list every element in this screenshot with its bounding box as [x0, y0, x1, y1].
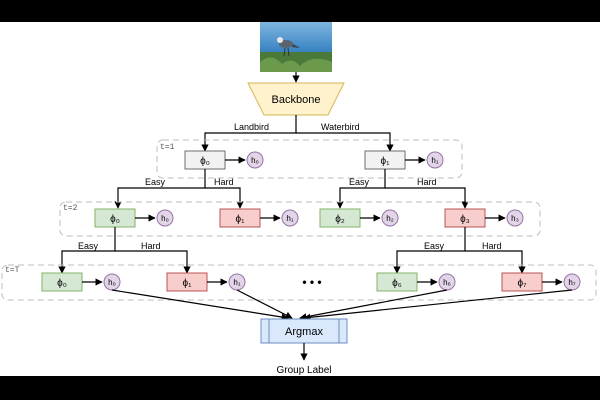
level-t2-tag: t=2: [63, 204, 78, 213]
phi-label: ϕ₁: [183, 278, 193, 289]
branch-label-easy: Easy: [424, 241, 445, 251]
level-t1-frame: [156, 139, 463, 179]
argmax-label: Argmax: [285, 326, 323, 338]
phi-label: ϕ₁: [381, 156, 391, 167]
backbone-block: [247, 82, 345, 116]
level-tT-tag: t=T: [5, 266, 20, 275]
h-node: [426, 151, 444, 169]
h-label: h₂: [386, 214, 394, 223]
h-node: [281, 209, 299, 227]
h-node: [246, 151, 264, 169]
branch-label-hard: Hard: [482, 241, 502, 251]
group-label: Group Label: [276, 365, 331, 376]
phi-label: ϕ₇: [517, 278, 527, 289]
phi-label: ϕ₀: [110, 214, 120, 225]
h-label: h₀: [161, 214, 169, 223]
tree-diagram: Backbone Landbird Waterbird t=1 ϕ₀ h₀ ϕ₁…: [1, 22, 597, 376]
branch-label-landbird: Landbird: [234, 122, 269, 132]
branch-label-hard: Hard: [417, 177, 437, 187]
diagram-canvas: Backbone Landbird Waterbird t=1 ϕ₀ h₀ ϕ₁…: [0, 22, 600, 376]
h-label: h₁: [233, 278, 240, 287]
h-label: h₀: [251, 156, 259, 165]
h-node: [156, 209, 174, 227]
phi-label: ϕ₁: [236, 214, 246, 225]
h-label: h₇: [568, 278, 575, 287]
ellipsis: • • •: [302, 275, 321, 289]
h-label: h₃: [511, 214, 519, 223]
h-label: h₀: [108, 278, 116, 287]
h-label: h₁: [286, 214, 293, 223]
level-t1-tag: t=1: [160, 143, 175, 152]
level-t2-frame: [59, 201, 541, 237]
phi-label: ϕ₀: [57, 278, 67, 289]
phi-label: ϕ₀: [200, 156, 210, 167]
branch-label-hard: Hard: [214, 177, 234, 187]
branch-label-easy: Easy: [78, 241, 99, 251]
branch-label-easy: Easy: [145, 177, 166, 187]
phi-label: ϕ₂: [335, 214, 345, 225]
argmax-block: [260, 318, 348, 344]
branch-label-easy: Easy: [349, 177, 370, 187]
h-label: h₁: [431, 156, 438, 165]
phi-label: ϕ₆: [392, 278, 402, 289]
branch-label-hard: Hard: [141, 241, 161, 251]
h-node: [381, 209, 399, 227]
h-node: [506, 209, 524, 227]
level-tT-frame: [1, 264, 597, 301]
phi-label: ϕ₃: [460, 214, 470, 225]
bird-photo: [260, 22, 332, 72]
h-label: h₆: [443, 278, 451, 287]
branch-label-waterbird: Waterbird: [321, 122, 360, 132]
backbone-label: Backbone: [272, 94, 321, 106]
